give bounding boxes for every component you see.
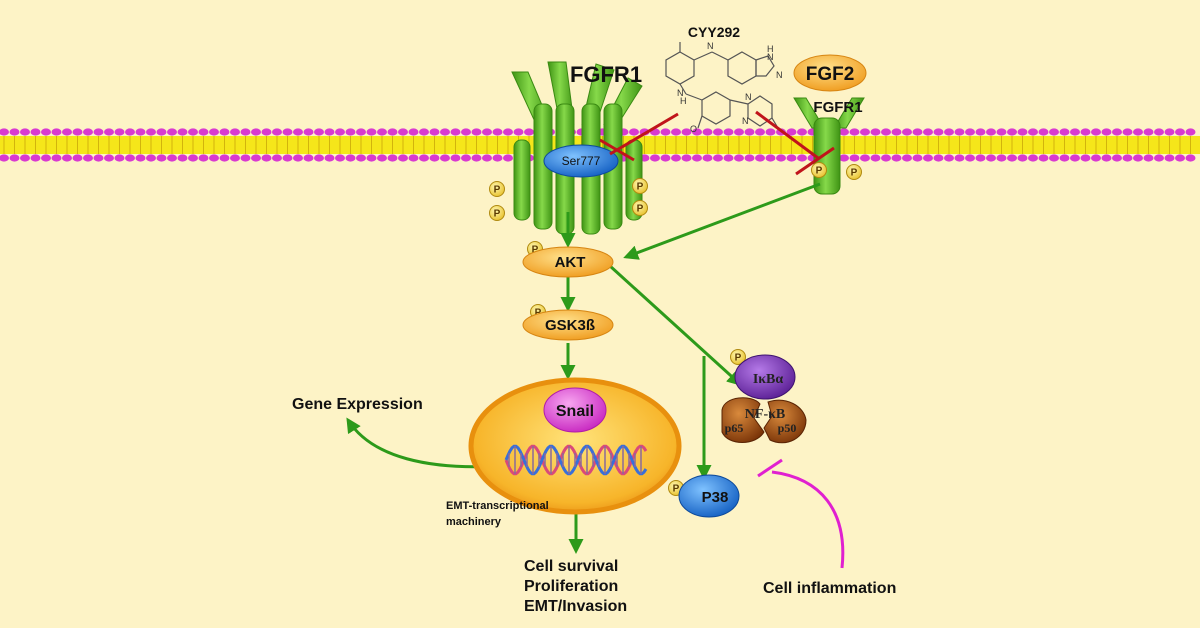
fgfr1-label: FGFR1 [570, 62, 642, 87]
inflammation-inhibition [757, 458, 845, 569]
snail-label: Snail [556, 403, 594, 420]
ser777-label: Ser777 [562, 154, 601, 168]
svg-text:P: P [532, 245, 539, 256]
svg-text:P: P [494, 209, 501, 220]
nfkb-label: NF-κB [745, 407, 785, 422]
svg-text:N: N [677, 88, 684, 98]
p38-label: P38 [702, 489, 729, 506]
fgf2-label: FGF2 [806, 64, 855, 85]
phospho-marker: P [489, 205, 505, 221]
cell-membrane [0, 128, 1200, 162]
phospho-marker: P [632, 200, 648, 216]
p50-label: p50 [778, 421, 797, 435]
ser777-site [543, 144, 619, 178]
cyy292-structure [665, 42, 779, 129]
p38-node [678, 474, 740, 518]
svg-text:P: P [494, 185, 501, 196]
svg-text:P: P [637, 182, 644, 193]
akt-label: AKT [555, 254, 586, 271]
ikba-node [734, 354, 796, 400]
svg-text:N: N [745, 92, 752, 102]
cell-inflammation-label: Cell inflammation [763, 580, 896, 597]
phospho-marker: P [811, 162, 827, 178]
gsk3b-label: GSK3ß [545, 317, 595, 334]
p65-subunit [721, 397, 765, 443]
svg-text:N: N [742, 116, 749, 126]
fgf2-ligand [793, 54, 867, 92]
p65-label: p65 [725, 421, 744, 435]
akt-node [522, 246, 614, 278]
p50-subunit [763, 399, 807, 444]
svg-text:P: P [673, 484, 680, 495]
svg-text:P: P [735, 353, 742, 364]
svg-text:N: N [776, 70, 783, 80]
ikba-label: IκBα [753, 372, 784, 387]
fgfr1-receptor-main: FGFR1 Ser777 [511, 61, 643, 235]
svg-text:H: H [680, 96, 687, 106]
emt-invasion-label: EMT/Invasion [524, 598, 627, 615]
svg-text:N: N [767, 52, 774, 62]
dna-helix [504, 444, 648, 476]
fgfr1-secondary-label: FGFR1 [813, 99, 862, 116]
phospho-marker: P [730, 349, 746, 365]
nucleus [468, 377, 682, 515]
phospho-marker: P [632, 178, 648, 194]
snail-node [543, 387, 607, 433]
gsk3b-node [522, 309, 614, 341]
svg-text:P: P [637, 204, 644, 215]
svg-text:H: H [767, 44, 774, 54]
membrane-heads [0, 128, 1196, 162]
phospho-marker: P [846, 164, 862, 180]
drug-label: CYY292 [688, 24, 740, 40]
svg-text:P: P [851, 168, 858, 179]
proliferation-label: Proliferation [524, 578, 618, 595]
drug-inhibition-lines [599, 110, 835, 176]
svg-text:P: P [816, 166, 823, 177]
emt-machinery-line2: machinery [446, 516, 502, 528]
cyy292-atoms: N H N N N H N N O [677, 41, 783, 134]
svg-text:P: P [535, 308, 542, 319]
svg-text:O: O [690, 124, 697, 134]
phospho-marker: P [489, 181, 505, 197]
svg-text:N: N [707, 41, 714, 51]
emt-machinery-line1: EMT-transcriptional [446, 500, 549, 512]
cell-survival-label: Cell survival [524, 558, 618, 575]
gene-expression-label: Gene Expression [292, 396, 423, 413]
